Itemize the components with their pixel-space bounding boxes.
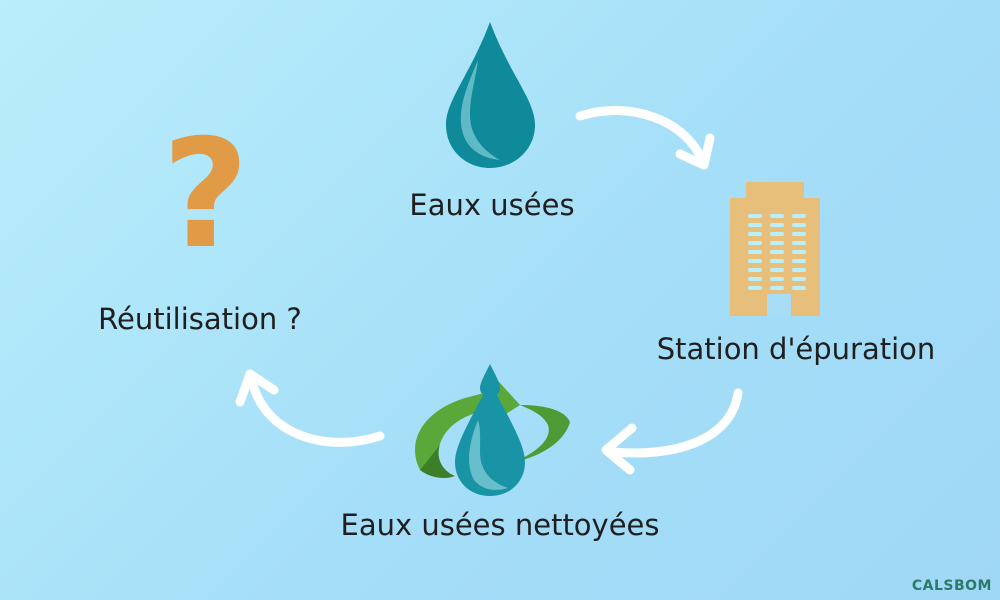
building-window xyxy=(748,250,762,254)
building-window xyxy=(792,277,806,281)
label-wastewater: Eaux usées xyxy=(409,188,575,222)
building-window xyxy=(770,241,784,245)
building-window xyxy=(748,286,762,290)
building-window xyxy=(748,223,762,227)
label-reuse: Réutilisation ? xyxy=(98,302,302,336)
building-window xyxy=(770,268,784,272)
treatment-plant-icon xyxy=(730,182,820,316)
arrow-to-reuse xyxy=(235,369,385,447)
building-window xyxy=(748,241,762,245)
building-window xyxy=(792,268,806,272)
building-window xyxy=(770,277,784,281)
building-window xyxy=(770,250,784,254)
building-window xyxy=(748,214,762,218)
clean-water-recycle-icon xyxy=(415,364,570,496)
building-window xyxy=(748,268,762,272)
building-window xyxy=(748,232,762,236)
building-window xyxy=(792,232,806,236)
logo-text: CALSBOM xyxy=(911,578,992,594)
water-drop-icon xyxy=(446,22,535,168)
building-window xyxy=(792,259,806,263)
arrow-to-clean-water xyxy=(601,388,743,475)
building-window xyxy=(792,223,806,227)
building-window xyxy=(770,286,784,290)
label-clean-water: Eaux usées nettoyées xyxy=(340,508,660,542)
brand-logo: CALSBOM xyxy=(912,578,992,594)
building-window xyxy=(748,277,762,281)
building-window xyxy=(792,286,806,290)
question-mark-icon: ? xyxy=(162,108,250,282)
building-window xyxy=(770,259,784,263)
building-window xyxy=(792,250,806,254)
building-window xyxy=(770,214,784,218)
building-window xyxy=(748,259,762,263)
building-window xyxy=(792,214,806,218)
building-window xyxy=(792,241,806,245)
arrow-to-plant xyxy=(575,105,715,170)
building-window xyxy=(770,232,784,236)
building-window xyxy=(770,223,784,227)
label-treatment-plant: Station d'épuration xyxy=(656,332,936,366)
